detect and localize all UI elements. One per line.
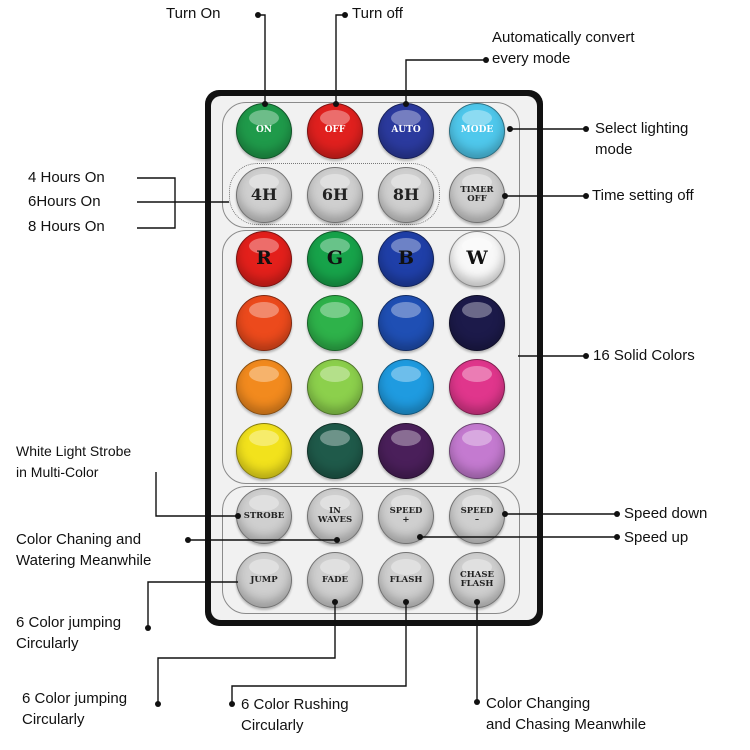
annotation-waves: Color Chaning and Watering Meanwhile	[16, 531, 152, 569]
annotation-speed-up: Speed up	[624, 529, 689, 546]
color-button-sky-blue[interactable]	[378, 359, 434, 415]
leader-dot	[583, 126, 589, 132]
leader-dot	[342, 12, 348, 18]
annotation-jump: 6 Color jumping Circularly	[16, 614, 122, 652]
red-button[interactable]: R	[236, 231, 292, 287]
in-waves-button-label: IN WAVES	[317, 506, 353, 525]
chase-flash-button[interactable]: CHASE FLASH	[449, 552, 505, 608]
green-button[interactable]: G	[307, 231, 363, 287]
leader-dot	[583, 193, 589, 199]
timer-strip	[229, 163, 440, 225]
mode-button[interactable]: MODE	[449, 103, 505, 159]
chase-flash-button-label: CHASE FLASH	[459, 570, 494, 589]
speed-up-button-label: SPEED +	[389, 506, 423, 525]
on-button-label: ON	[255, 125, 273, 136]
color-button-navy[interactable]	[449, 295, 505, 351]
fade-button-label: FADE	[322, 574, 348, 585]
in-waves-button[interactable]: IN WAVES	[307, 488, 363, 544]
annotation-turn-on: Turn On	[166, 5, 221, 22]
annotation-select-mode: Select lighting mode	[595, 120, 689, 158]
color-button-yellow[interactable]	[236, 423, 292, 479]
annotation-hours-6: 6Hours On	[28, 193, 101, 210]
leader-dot	[614, 511, 620, 517]
leader-dot	[255, 12, 261, 18]
timer-8h-label: 8H	[392, 184, 420, 204]
blue-button[interactable]: B	[378, 231, 434, 287]
annotation-hours-8: 8 Hours On	[28, 218, 105, 235]
color-button-orange-red[interactable]	[236, 295, 292, 351]
timer-off-button[interactable]: TIMER OFF	[449, 167, 505, 223]
white-button[interactable]: W	[449, 231, 505, 287]
strobe-button[interactable]: STROBE	[236, 488, 292, 544]
speed-up-button[interactable]: SPEED +	[378, 488, 434, 544]
annotation-fade: 6 Color jumping Circularly	[22, 690, 128, 728]
off-button-label: OFF	[324, 125, 346, 136]
annotation-chase: Color Changing and Chasing Meanwhile	[486, 695, 647, 733]
timer-6h-label: 6H	[321, 184, 349, 204]
fade-button[interactable]: FADE	[307, 552, 363, 608]
color-button-dark-teal[interactable]	[307, 423, 363, 479]
timer-8h-button[interactable]: 8H	[378, 167, 434, 223]
annotation-flash: 6 Color Rushing Circularly	[241, 696, 349, 734]
timer-4h-label: 4H	[250, 184, 278, 204]
speed-down-button-label: SPEED –	[460, 506, 494, 525]
annotation-hours-4: 4 Hours On	[28, 169, 105, 186]
leader-dot	[614, 534, 620, 540]
off-button[interactable]: OFF	[307, 103, 363, 159]
green-button-label: G	[326, 247, 344, 270]
flash-button[interactable]: FLASH	[378, 552, 434, 608]
power-timer-panel	[222, 102, 520, 228]
color-panel	[222, 230, 520, 484]
timer-4h-button[interactable]: 4H	[236, 167, 292, 223]
leader-dot	[474, 699, 480, 705]
mode-button-label: MODE	[460, 125, 494, 136]
leader-hours-4	[137, 177, 176, 229]
annotation-time-off: Time setting off	[592, 187, 694, 204]
jump-button-label: JUMP	[250, 574, 278, 585]
jump-button[interactable]: JUMP	[236, 552, 292, 608]
on-button[interactable]: ON	[236, 103, 292, 159]
leader-dot	[583, 353, 589, 359]
leader-dot	[145, 625, 151, 631]
color-button-lavender[interactable]	[449, 423, 505, 479]
auto-button[interactable]: AUTO	[378, 103, 434, 159]
strobe-button-label: STROBE	[243, 510, 285, 521]
timer-off-label: TIMER OFF	[460, 185, 494, 204]
color-button-mid-blue[interactable]	[378, 295, 434, 351]
speed-down-button[interactable]: SPEED –	[449, 488, 505, 544]
color-button-orange[interactable]	[236, 359, 292, 415]
blue-button-label: B	[397, 247, 415, 270]
leader-dot	[185, 537, 191, 543]
red-button-label: R	[256, 247, 272, 270]
color-button-pink[interactable]	[449, 359, 505, 415]
color-button-purple[interactable]	[378, 423, 434, 479]
annotation-strobe: White Light Strobe in Multi-Color	[16, 443, 132, 480]
color-button-lime[interactable]	[307, 359, 363, 415]
leader-dot	[155, 701, 161, 707]
auto-button-label: AUTO	[391, 125, 421, 136]
annotation-solid-colors: 16 Solid Colors	[593, 347, 695, 364]
color-button-light-green[interactable]	[307, 295, 363, 351]
annotation-auto-convert: Automatically convert every mode	[492, 29, 635, 67]
leader-dot	[229, 701, 235, 707]
flash-button-label: FLASH	[389, 574, 423, 585]
annotation-speed-down: Speed down	[624, 505, 708, 522]
annotation-turn-off: Turn off	[352, 5, 403, 22]
timer-6h-button[interactable]: 6H	[307, 167, 363, 223]
leader-dot	[483, 57, 489, 63]
white-button-label: W	[466, 247, 488, 270]
